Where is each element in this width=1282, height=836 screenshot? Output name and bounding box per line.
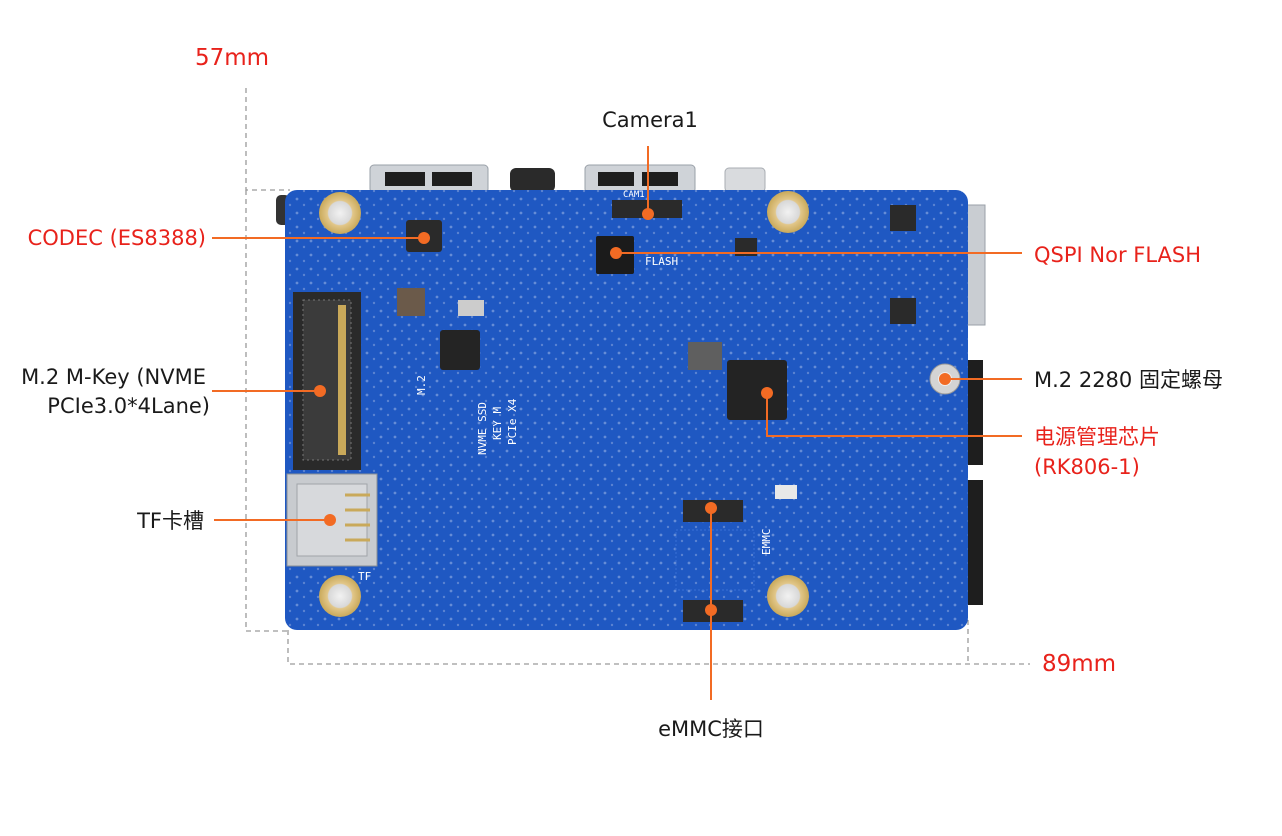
dimension-height: 57mm (195, 45, 270, 71)
leader-pmic (766, 393, 1022, 437)
label-emmc: eMMC接口 (658, 717, 764, 741)
silk-flash: FLASH (645, 255, 678, 268)
silk-m2-text2: KEY M (491, 407, 504, 440)
label-m2-key-line2: PCIe3.0*4Lane) (47, 394, 210, 418)
label-codec: CODEC (ES8388) (27, 226, 206, 250)
top-connectors (276, 164, 986, 605)
silkscreen: M.2 NVME SSD KEY M PCIe X4 FLASH CAM1 TF… (358, 190, 773, 583)
dimension-width: 89mm (1042, 651, 1117, 677)
leader-dots (314, 208, 951, 616)
label-camera1: Camera1 (602, 108, 698, 132)
label-pmic: 电源管理芯片 (RK806-1) (1034, 424, 1160, 480)
label-pmic-line1: 电源管理芯片 (1034, 425, 1160, 449)
silk-cam: CAM1 (623, 190, 645, 200)
silk-m2-text1: NVME SSD (476, 402, 489, 455)
silk-tf: TF (358, 570, 371, 583)
leader-lines (212, 146, 1022, 700)
m2-slot (293, 292, 361, 470)
label-m2-key-line1: M.2 M-Key (NVME (21, 365, 206, 389)
silk-m2: M.2 (415, 375, 428, 395)
dimension-lines (245, 88, 1030, 665)
silk-emmc: EMMC (760, 529, 773, 556)
chips (397, 200, 916, 622)
label-m2-key: M.2 M-Key (NVME PCIe3.0*4Lane) (0, 364, 210, 419)
label-tf-slot: TF卡槽 (137, 509, 204, 533)
mounting-holes (319, 191, 961, 617)
label-pmic-line2: (RK806-1) (1034, 455, 1140, 479)
label-qspi: QSPI Nor FLASH (1034, 243, 1202, 267)
silk-m2-text3: PCIe X4 (506, 398, 519, 445)
label-m2-nut: M.2 2280 固定螺母 (1034, 368, 1223, 392)
